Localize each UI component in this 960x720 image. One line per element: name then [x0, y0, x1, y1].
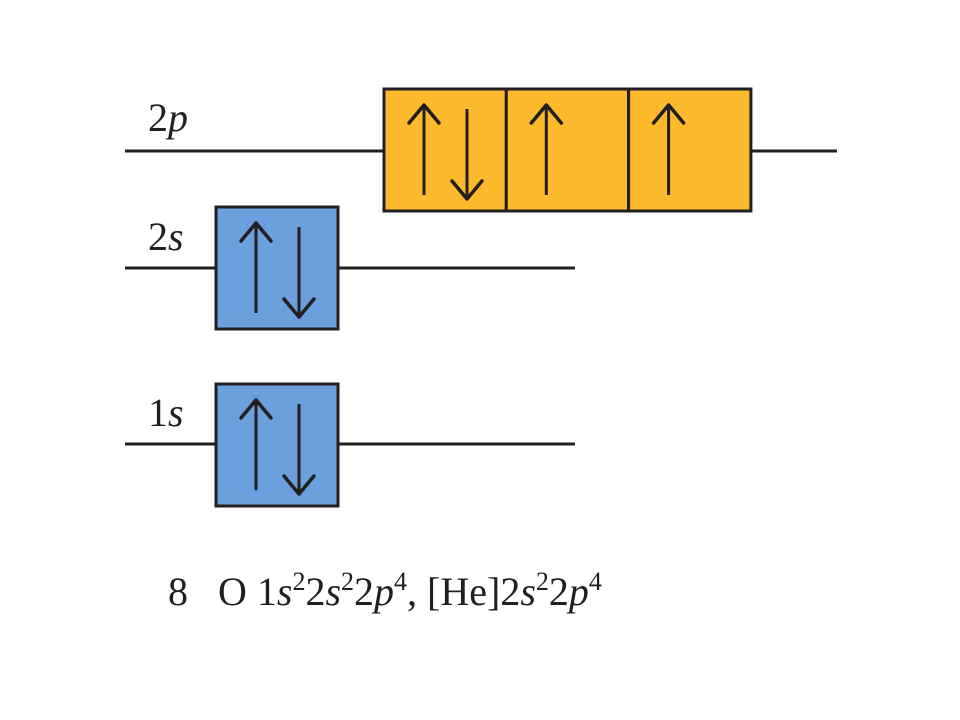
spin-down-arrow-icon — [282, 404, 316, 496]
level-1s: 1s — [125, 382, 575, 508]
spin-up-arrow-icon — [407, 103, 441, 195]
level-label-1s: 1s — [148, 390, 184, 435]
orbital-boxes-1s — [214, 382, 340, 508]
orbital-boxes-2p — [382, 87, 753, 213]
spin-up-arrow-icon — [529, 103, 564, 195]
level-label-2s: 2s — [148, 214, 184, 259]
config-separator: , — [407, 569, 418, 614]
level-label-2p: 2p — [148, 95, 188, 140]
orbital-boxes-2s — [214, 205, 340, 331]
spin-down-arrow-icon — [450, 109, 484, 201]
element-symbol: O — [218, 569, 247, 614]
orbital-box-1s-1 — [214, 382, 340, 508]
atomic-number: 8 — [168, 569, 188, 614]
level-2p: 2p — [125, 87, 837, 213]
full-configuration: 1s22s22p4 — [256, 567, 408, 614]
condensed-configuration: [He]2s22p4 — [427, 567, 602, 614]
orbital-box-2p-3 — [627, 87, 753, 213]
spin-up-arrow-icon — [239, 398, 273, 490]
spin-up-arrow-icon — [239, 221, 273, 313]
spin-down-arrow-icon — [282, 227, 316, 319]
orbital-box-2p-1 — [382, 87, 508, 213]
level-2s: 2s — [125, 205, 575, 331]
spin-up-arrow-icon — [651, 103, 686, 195]
orbital-box-2p-2 — [504, 87, 631, 213]
orbital-box-2s-1 — [214, 205, 340, 331]
